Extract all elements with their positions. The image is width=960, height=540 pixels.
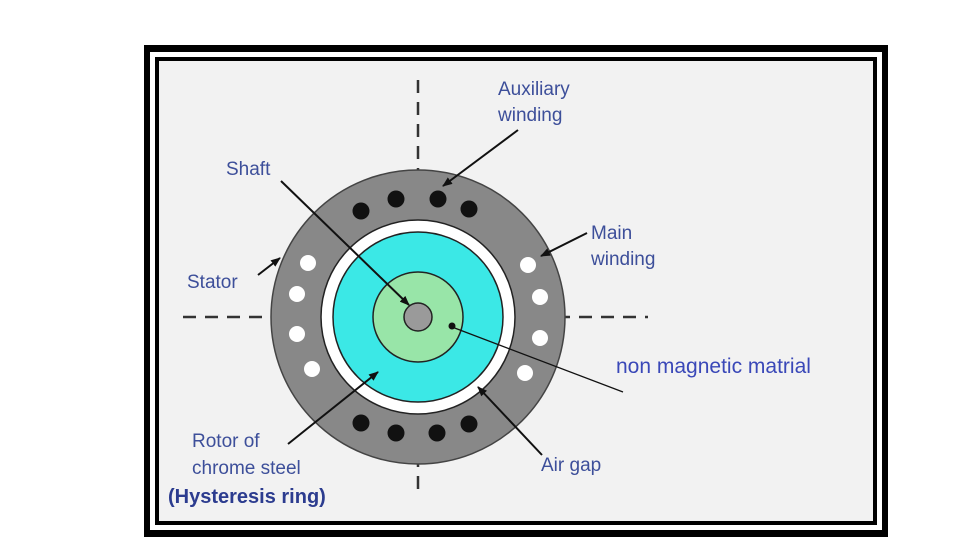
- rotor-label: Rotor of: [192, 431, 260, 452]
- auxiliary-arrow: [442, 129, 519, 187]
- main-slot: [300, 255, 316, 271]
- air-gap-arrow: [477, 386, 543, 456]
- stator-arrow: [257, 257, 281, 276]
- rotor-arrow: [287, 371, 379, 445]
- auxiliary-winding-label: winding: [497, 105, 562, 126]
- non-magnetic-leader: [451, 326, 624, 393]
- stator-label: Stator: [187, 272, 238, 293]
- main-slot: [304, 361, 320, 377]
- shaft: [403, 302, 433, 332]
- auxiliary-winding-slots: [352, 190, 478, 442]
- auxiliary-winding-label: Auxiliary: [498, 79, 570, 100]
- aux-slot: [387, 424, 405, 442]
- aux-slot: [460, 415, 478, 433]
- main-slot: [289, 286, 305, 302]
- shaft-label: Shaft: [226, 159, 271, 180]
- aux-slot: [352, 202, 370, 220]
- main-slot: [520, 257, 536, 273]
- aux-slot: [429, 190, 447, 208]
- main-slot: [517, 365, 533, 381]
- hysteresis-ring-label: (Hysteresis ring): [168, 486, 326, 508]
- aux-slot: [460, 200, 478, 218]
- non-magnetic-material-label: non magnetic matrial: [616, 355, 811, 378]
- aux-slot: [352, 414, 370, 432]
- main-winding-label: Main: [591, 223, 632, 244]
- main-slot: [289, 326, 305, 342]
- main-slot: [532, 289, 548, 305]
- aux-slot: [428, 424, 446, 442]
- non-magnetic-leader-dot: [448, 322, 456, 330]
- shaft-arrow: [280, 180, 410, 306]
- rotor-label: chrome steel: [192, 458, 301, 479]
- main-winding-slots: [289, 255, 548, 381]
- air-gap-label: Air gap: [541, 455, 601, 476]
- aux-slot: [387, 190, 405, 208]
- main-winding-label: winding: [590, 249, 655, 270]
- main-slot: [532, 330, 548, 346]
- main-winding-arrow: [540, 232, 588, 257]
